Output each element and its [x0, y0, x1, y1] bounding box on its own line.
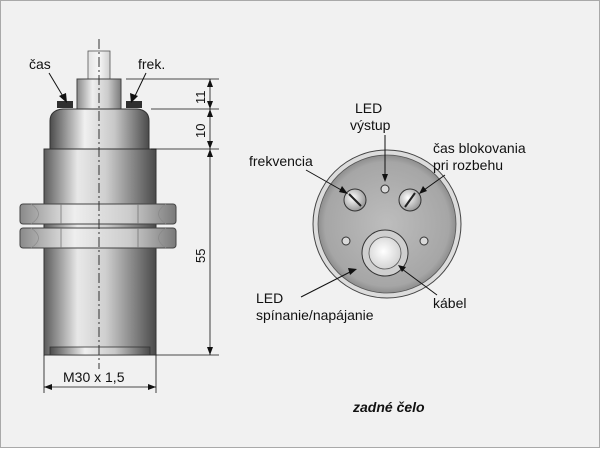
arrowhead-cas-blokovania [419, 186, 427, 194]
arrowhead-led-vystup [382, 174, 388, 182]
back-face-view: LED výstup frekvencia čas blokovania pri… [249, 100, 526, 415]
dim-55: 55 [193, 249, 208, 263]
dimension-h-arrowheads [44, 384, 156, 390]
label-kabel: kábel [433, 295, 466, 311]
dim-10: 10 [193, 124, 208, 138]
screw-frekvencia [343, 188, 367, 212]
label-cas: čas [29, 56, 51, 72]
screw-cas [398, 188, 422, 212]
label-zadne-celo: zadné čelo [352, 399, 425, 415]
arrow-cas [48, 72, 65, 99]
dimension-horizontal [43, 355, 157, 393]
sensor-body [43, 148, 157, 356]
arrowhead-frek [130, 93, 138, 103]
label-led-vystup-1: LED [355, 100, 382, 116]
arrowhead-frekvencia [339, 186, 348, 194]
dimension-arrowheads [207, 79, 213, 355]
arrow-frek [133, 72, 147, 99]
cable-end [368, 236, 402, 270]
label-frekvencia: frekvencia [249, 153, 313, 169]
hole-right [419, 236, 429, 246]
label-cas-blokovania-1: čas blokovania [433, 140, 526, 156]
arrowhead-kabel [398, 265, 406, 272]
label-cas-blokovania-2: pri rozbehu [433, 157, 503, 173]
arrow-led-spinanie [300, 270, 353, 298]
label-led-vystup-2: výstup [350, 117, 391, 133]
knob-cas [57, 101, 73, 108]
dim-11: 11 [193, 91, 208, 105]
arrowhead-led-spinanie [348, 268, 357, 275]
dimension-vertical [126, 78, 219, 356]
nut-lower [19, 227, 177, 249]
label-led-spinanie-1: LED [256, 290, 283, 306]
dim-thread: M30 x 1,5 [63, 369, 125, 385]
arrow-kabel [401, 268, 438, 296]
hole-left [341, 236, 351, 246]
label-led-spinanie-2: spínanie/napájanie [256, 307, 374, 323]
nut-upper [19, 203, 177, 225]
arrowhead-cas [59, 93, 67, 103]
arrow-frekvencia [305, 169, 344, 192]
sensor-bottom [49, 346, 151, 356]
led-vystup [380, 184, 390, 194]
arrow-cas-blokovania [423, 174, 446, 191]
knob-frek [126, 101, 142, 108]
side-view: čas frek. 11 10 55 [19, 39, 219, 393]
label-frek: frek. [138, 56, 165, 72]
